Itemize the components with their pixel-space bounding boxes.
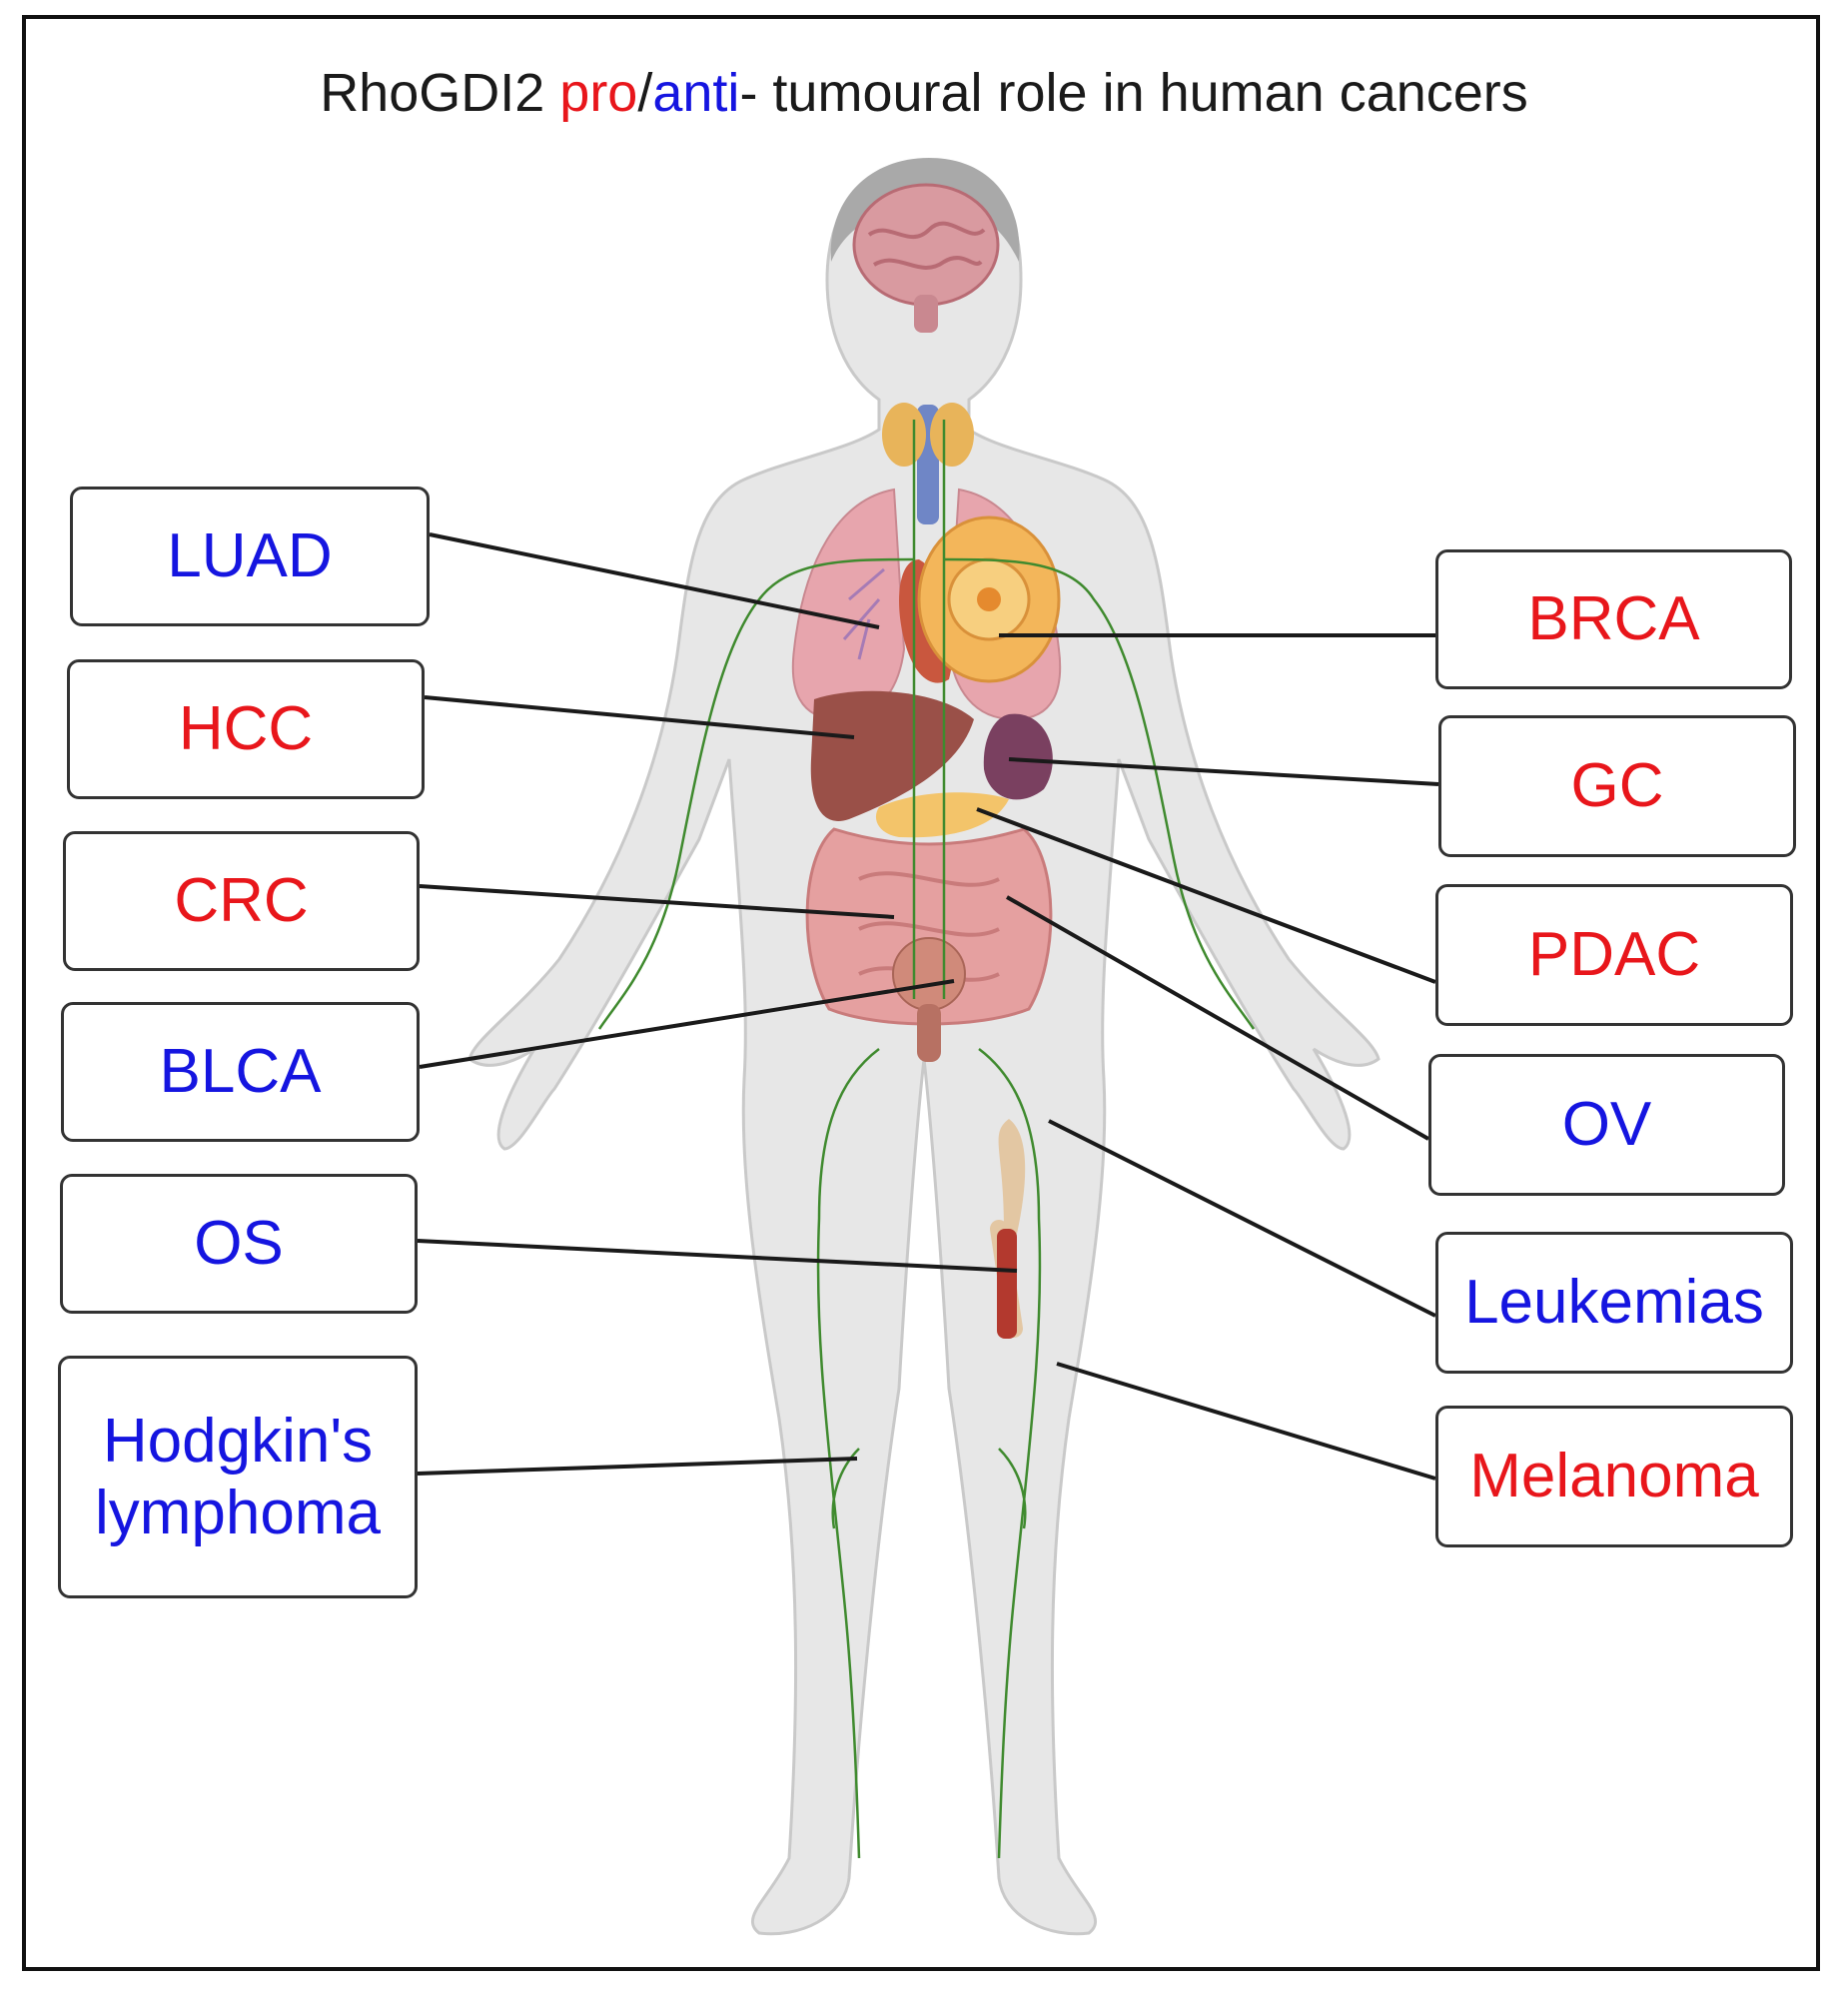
label-leukemias: Leukemias — [1435, 1232, 1793, 1374]
stomach — [983, 713, 1053, 800]
brain — [852, 183, 1000, 333]
connector-crc — [419, 884, 895, 919]
lymphatic-system — [597, 420, 1256, 1859]
connector-hodgkin — [417, 1457, 858, 1476]
label-leukemias-text: Leukemias — [1464, 1268, 1764, 1338]
label-crc-text: CRC — [174, 866, 309, 936]
connector-gc — [1008, 757, 1439, 786]
connector-luad — [429, 532, 880, 629]
connector-pdac — [976, 807, 1436, 984]
title-prefix: RhoGDI2 — [320, 63, 560, 123]
label-hcc: HCC — [67, 659, 425, 799]
label-hcc-text: HCC — [178, 694, 314, 764]
label-crc: CRC — [63, 831, 420, 971]
label-brca-text: BRCA — [1527, 584, 1700, 654]
title-slash: / — [637, 63, 653, 123]
femur-bone — [990, 1119, 1026, 1339]
hair — [830, 158, 1020, 262]
label-luad-text: LUAD — [167, 521, 333, 591]
label-blca-text: BLCA — [159, 1037, 322, 1107]
liver — [810, 690, 974, 821]
bladder — [892, 937, 966, 1062]
label-ov: OV — [1428, 1054, 1785, 1196]
label-os-text: OS — [194, 1209, 284, 1279]
title-pro: pro — [559, 63, 638, 123]
label-hodgkin-text: Hodgkin's lymphoma — [95, 1407, 381, 1547]
label-ov-text: OV — [1561, 1090, 1652, 1160]
title-suffix: - tumoural role in human cancers — [739, 63, 1528, 123]
label-pdac: PDAC — [1435, 884, 1793, 1026]
label-brca: BRCA — [1435, 549, 1792, 689]
breast-gland — [917, 515, 1061, 683]
connector-hcc — [424, 695, 855, 739]
connector-os — [417, 1239, 1018, 1273]
label-hodgkin: Hodgkin's lymphoma — [58, 1356, 418, 1598]
connector-melanoma — [1056, 1362, 1436, 1481]
label-os: OS — [60, 1174, 418, 1314]
label-pdac-text: PDAC — [1527, 920, 1701, 990]
pancreas — [875, 792, 1009, 838]
connector-blca — [419, 979, 955, 1069]
connector-lines — [417, 532, 1439, 1481]
label-gc-text: GC — [1570, 751, 1664, 821]
connector-ov — [1006, 895, 1429, 1141]
title-anti: anti — [652, 63, 740, 123]
label-melanoma-text: Melanoma — [1469, 1442, 1759, 1511]
label-gc: GC — [1438, 715, 1796, 857]
figure-frame — [22, 15, 1820, 1971]
connector-leukemias — [1048, 1119, 1436, 1318]
figure-title: RhoGDI2 pro/anti- tumoural role in human… — [0, 62, 1848, 124]
label-luad: LUAD — [70, 487, 430, 626]
label-blca: BLCA — [61, 1002, 420, 1142]
label-melanoma: Melanoma — [1435, 1406, 1793, 1547]
